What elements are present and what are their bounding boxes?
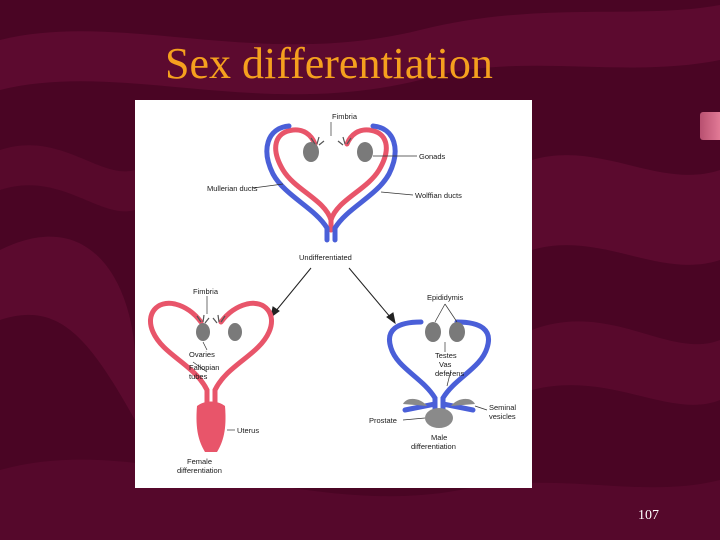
ovary-left: [196, 323, 210, 341]
label-seminal-vesicles-1: Seminal: [489, 403, 516, 412]
sex-differentiation-diagram: Fimbria Gonads Mullerian ducts Wolffian …: [148, 112, 516, 475]
diagram-panel: Fimbria Gonads Mullerian ducts Wolffian …: [135, 100, 532, 488]
arrow-to-female: [270, 267, 312, 319]
uterus: [196, 401, 226, 452]
label-ovaries: Ovaries: [189, 350, 215, 359]
label-female-differentiation-2: differentiation: [177, 466, 222, 475]
testis-right: [449, 322, 465, 342]
label-testes: Testes: [435, 351, 457, 360]
female-leader-lines: [192, 296, 235, 431]
male-tract: [387, 319, 491, 428]
label-male-differentiation-1: Male: [431, 433, 447, 442]
seminal-vesicles: [403, 398, 475, 406]
gonad-left: [303, 142, 319, 162]
ovary-right: [228, 323, 242, 341]
label-fallopian-tubes-1: Fallopian: [189, 363, 219, 372]
top-leader-lines: [252, 122, 417, 196]
slide-title: Sex differentiation: [165, 39, 493, 88]
label-uterus: Uterus: [237, 426, 259, 435]
prostate: [425, 408, 453, 428]
female-tract: [148, 300, 274, 452]
label-vas-deferens-1: Vas: [439, 360, 452, 369]
label-fimbria-top: Fimbria: [332, 112, 358, 121]
label-epididymis: Epididymis: [427, 293, 464, 302]
label-prostate: Prostate: [369, 416, 397, 425]
male-leader-lines: [402, 303, 488, 421]
label-gonads: Gonads: [419, 152, 446, 161]
page-number: 107: [638, 508, 659, 523]
label-vas-deferens-2: deferens: [435, 369, 464, 378]
label-wolffian-ducts: Wolffian ducts: [415, 191, 462, 200]
label-seminal-vesicles-2: vesicles: [489, 412, 516, 421]
label-undifferentiated: Undifferentiated: [299, 253, 352, 262]
gonad-right: [357, 142, 373, 162]
decorative-tab: [700, 112, 720, 140]
label-female-differentiation-1: Female: [187, 457, 212, 466]
arrow-to-male: [348, 267, 396, 325]
label-fallopian-tubes-2: tubes: [189, 372, 208, 381]
undifferentiated-ducts: [264, 123, 398, 243]
label-male-differentiation-2: differentiation: [411, 442, 456, 451]
testis-left: [425, 322, 441, 342]
label-fimbria-female: Fimbria: [193, 287, 219, 296]
label-mullerian-ducts: Mullerian ducts: [207, 184, 258, 193]
